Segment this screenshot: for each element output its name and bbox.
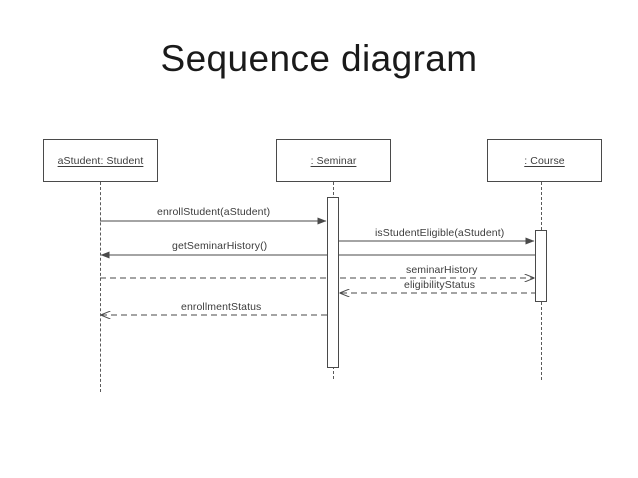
participant-box-student[interactable]: aStudent: Student — [43, 139, 158, 182]
page-title: Sequence diagram — [160, 38, 478, 79]
message-label-m4: seminarHistory — [406, 264, 478, 276]
participant-box-course[interactable]: : Course — [487, 139, 602, 182]
message-label-m2: isStudentEligible(aStudent) — [375, 227, 505, 239]
participant-box-seminar[interactable]: : Seminar — [276, 139, 391, 182]
lifeline-student — [99, 182, 101, 392]
message-label-m1: enrollStudent(aStudent) — [157, 206, 271, 218]
activation-bar-seminar[interactable] — [327, 197, 339, 368]
message-label-m6: enrollmentStatus — [181, 301, 262, 313]
message-label-m3: getSeminarHistory() — [172, 240, 268, 252]
activation-bar-course[interactable] — [535, 230, 547, 302]
participant-label-seminar: : Seminar — [310, 154, 357, 167]
message-label-m5: eligibilityStatus — [404, 279, 476, 291]
participant-label-student: aStudent: Student — [57, 154, 144, 167]
participant-label-course: : Course — [524, 154, 565, 167]
